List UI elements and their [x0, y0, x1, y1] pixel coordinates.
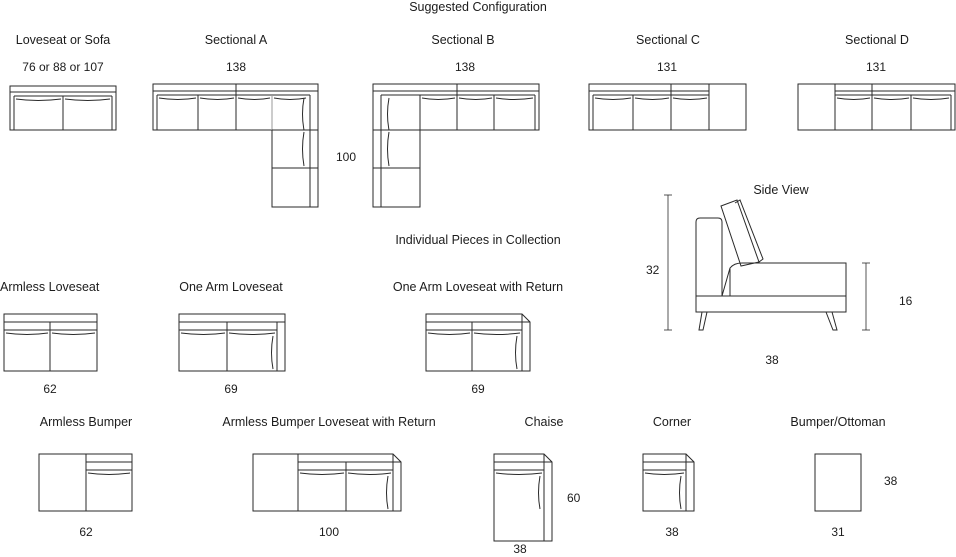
- piece-label-one-arm-loveseat: One Arm Loveseat: [179, 280, 283, 294]
- sectional-d-drawing: [797, 83, 956, 131]
- one-arm-loveseat-drawing: [178, 313, 286, 372]
- armless-loveseat-drawing: [3, 313, 98, 372]
- sectional-c-drawing: [588, 83, 747, 131]
- armless-bumper-loveseat-return-drawing: [252, 453, 402, 512]
- config-width-sectional-a: 138: [225, 60, 247, 74]
- piece-label-armless-bumper-loveseat-return: Armless Bumper Loveseat with Return: [222, 415, 436, 429]
- config-width-loveseat-sofa: 76 or 88 or 107: [22, 60, 104, 74]
- piece-label-bumper-ottoman: Bumper/Ottoman: [790, 415, 886, 429]
- bumper-ottoman-drawing: [814, 453, 862, 512]
- config-width-sectional-d: 131: [865, 60, 887, 74]
- side-view-seat-height: 16: [899, 294, 913, 308]
- side-view-drawing: [664, 194, 870, 331]
- piece-label-armless-bumper: Armless Bumper: [39, 415, 133, 429]
- piece-width-armless-bumper: 62: [79, 525, 93, 539]
- config-label-sectional-a: Sectional A: [204, 33, 268, 47]
- piece-width-bumper-ottoman: 31: [831, 525, 845, 539]
- one-arm-loveseat-return-drawing: [425, 313, 531, 372]
- config-label-sectional-b: Sectional B: [431, 33, 495, 47]
- config-label-loveseat-sofa: Loveseat or Sofa: [15, 33, 111, 47]
- piece-width-corner: 38: [665, 525, 679, 539]
- piece-width-armless-loveseat: 62: [43, 382, 57, 396]
- individual-pieces-heading: Individual Pieces in Collection: [395, 233, 561, 247]
- side-view-heading: Side View: [753, 183, 809, 197]
- piece-label-corner: Corner: [652, 415, 692, 429]
- piece-width-chaise: 38: [513, 542, 527, 556]
- piece-width-one-arm-loveseat-return: 69: [471, 382, 485, 396]
- piece-width-one-arm-loveseat: 69: [224, 382, 238, 396]
- sectional-a-drawing: [152, 83, 319, 208]
- side-view-depth: 38: [765, 353, 779, 367]
- sectional-b-drawing: [372, 83, 540, 208]
- armless-bumper-drawing: [38, 453, 133, 512]
- piece-label-one-arm-loveseat-return: One Arm Loveseat with Return: [392, 280, 564, 294]
- piece-label-armless-loveseat: Armless Loveseat: [0, 280, 100, 294]
- config-width-sectional-b: 138: [454, 60, 476, 74]
- loveseat-sofa-drawing: [9, 85, 117, 131]
- side-view-height: 32: [646, 263, 660, 277]
- config-depth-sectional-a: 100: [336, 150, 357, 164]
- corner-drawing: [642, 453, 695, 512]
- piece-depth-bumper-ottoman: 38: [884, 474, 898, 488]
- chaise-drawing: [493, 453, 553, 542]
- config-label-sectional-c: Sectional C: [636, 33, 700, 47]
- piece-width-armless-bumper-loveseat-return: 100: [318, 525, 340, 539]
- piece-depth-chaise: 60: [567, 491, 581, 505]
- suggested-configuration-heading: Suggested Configuration: [409, 0, 547, 14]
- piece-label-chaise: Chaise: [524, 415, 564, 429]
- config-label-sectional-d: Sectional D: [845, 33, 909, 47]
- config-width-sectional-c: 131: [656, 60, 678, 74]
